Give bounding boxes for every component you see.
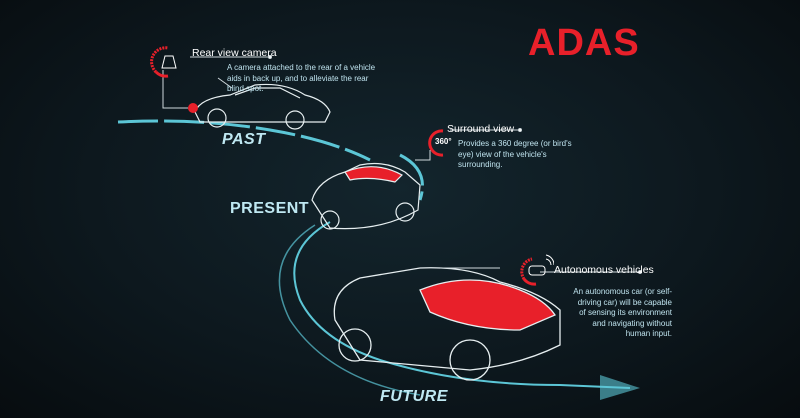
page-title: ADAS — [528, 22, 640, 64]
rear-view-camera-title: Rear view camera — [192, 47, 277, 59]
era-label-future: FUTURE — [380, 388, 448, 405]
road-path — [117, 119, 640, 400]
present-car-illustration — [311, 162, 421, 230]
past-car-illustration — [194, 83, 331, 130]
leader-lines — [162, 55, 642, 274]
autonomous-vehicles-title: Autonomous vehicles — [554, 264, 654, 276]
360-icon-label: 360° — [435, 137, 452, 146]
era-label-past: PAST — [222, 131, 266, 148]
future-car-illustration — [333, 267, 561, 381]
surround-view-title: Surround view — [447, 123, 515, 135]
rear-camera-icon — [150, 44, 186, 80]
era-label-present: PRESENT — [230, 200, 310, 217]
rear-camera-marker — [188, 103, 198, 113]
autonomous-car-icon — [518, 253, 554, 287]
surround-view-description: Provides a 360 degree (or bird's eye) vi… — [458, 139, 572, 169]
rear-view-camera-description: A camera attached to the rear of a vehic… — [227, 63, 376, 93]
autonomous-vehicles-description: An autonomous car (or self-driving car) … — [573, 287, 672, 338]
360-view-icon: 360° — [428, 128, 458, 158]
